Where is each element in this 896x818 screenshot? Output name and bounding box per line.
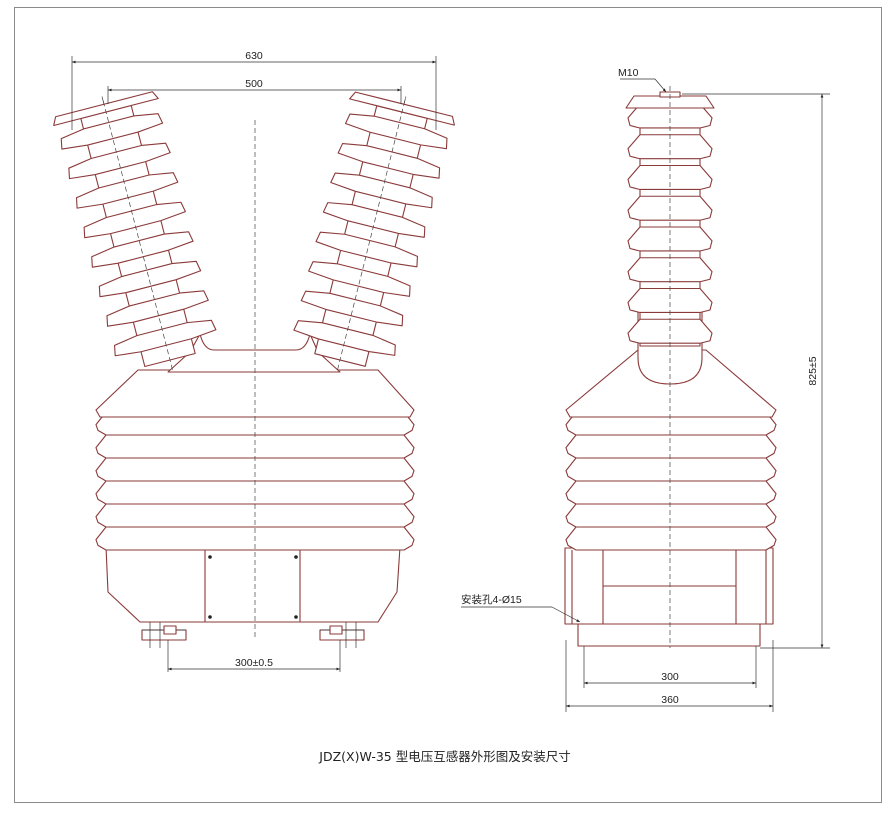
body-shed bbox=[565, 480, 777, 505]
front-bolt-mark bbox=[208, 555, 212, 559]
right-mount-bracket bbox=[319, 622, 365, 648]
side-body-sheds bbox=[565, 411, 777, 551]
dim-bushing-spacing-label: 500 bbox=[245, 78, 263, 90]
bushing-shed bbox=[627, 103, 713, 129]
dim-base-inner: 300 bbox=[583, 646, 757, 688]
dim-base-outer-label: 360 bbox=[661, 694, 679, 706]
dim-bushing-spacing: 500 bbox=[107, 78, 402, 104]
bushing-shed bbox=[106, 290, 209, 327]
body-shed bbox=[565, 457, 777, 482]
bushing-shed bbox=[68, 142, 171, 180]
left-bushing bbox=[53, 91, 217, 370]
bushing-shed bbox=[60, 113, 164, 150]
bushing-shed bbox=[315, 231, 418, 268]
bushing-shed bbox=[344, 113, 448, 150]
dim-mount-hole: 安装孔4-Ø15 bbox=[461, 593, 581, 623]
bushing-centerline bbox=[101, 96, 173, 370]
bushing-centerline bbox=[337, 96, 407, 370]
bushing-shed bbox=[83, 201, 186, 239]
bushing-shed bbox=[627, 287, 713, 314]
dim-overall-width-label: 630 bbox=[245, 50, 263, 62]
front-neck-bridge bbox=[167, 333, 341, 373]
body-shed bbox=[565, 526, 777, 551]
dim-terminal: M10 bbox=[618, 67, 667, 93]
bushing-shed bbox=[75, 172, 179, 209]
body-shed bbox=[565, 503, 777, 528]
left-mount-bracket bbox=[141, 622, 187, 648]
bushing-shed bbox=[322, 202, 426, 238]
dim-mount-spacing: 300±0.5 bbox=[167, 640, 341, 672]
bushing-shed bbox=[627, 318, 713, 344]
front-body-sheds bbox=[95, 411, 415, 551]
drawing-frame bbox=[14, 7, 882, 803]
drawing-caption: JDZ(X)W-35 型电压互感器外形图及安装尺寸 bbox=[318, 749, 570, 764]
right-bushing bbox=[293, 91, 455, 370]
bushing-shed bbox=[330, 172, 433, 209]
dim-overall-width: 630 bbox=[71, 50, 437, 130]
dim-terminal-label: M10 bbox=[618, 67, 639, 79]
bushing-shed bbox=[91, 231, 194, 268]
bushing-cap bbox=[53, 91, 159, 127]
bushing-shed bbox=[308, 261, 411, 297]
front-bolt-mark bbox=[294, 555, 298, 559]
body-shed bbox=[95, 434, 415, 459]
front-bolt-mark bbox=[208, 615, 212, 619]
bushing-shed bbox=[337, 143, 441, 179]
dim-height: 825±5 bbox=[682, 93, 830, 649]
front-base-housing bbox=[105, 546, 401, 623]
bushing-shed bbox=[627, 257, 713, 283]
body-shed bbox=[565, 434, 777, 459]
dim-base-outer: 360 bbox=[565, 640, 774, 712]
front-bolt-mark bbox=[294, 615, 298, 619]
bushing-shed bbox=[98, 260, 202, 298]
dim-height-label: 825±5 bbox=[807, 356, 819, 385]
side-bushing bbox=[625, 95, 715, 347]
dim-mount-hole-label: 安装孔4-Ø15 bbox=[461, 593, 522, 606]
side-view: M10 825±5 安装孔4-Ø15 300 360 bbox=[461, 67, 830, 712]
bushing-shed bbox=[300, 290, 404, 327]
bushing-shed bbox=[114, 319, 217, 357]
front-view: 630 500 300±0.5 bbox=[53, 50, 455, 672]
side-base-plate bbox=[577, 623, 761, 647]
bushing-cap bbox=[349, 91, 455, 126]
dim-base-inner-label: 300 bbox=[661, 671, 679, 683]
bushing-shed bbox=[293, 320, 396, 356]
dim-mount-spacing-label: 300±0.5 bbox=[235, 657, 273, 669]
body-shed bbox=[95, 457, 415, 482]
